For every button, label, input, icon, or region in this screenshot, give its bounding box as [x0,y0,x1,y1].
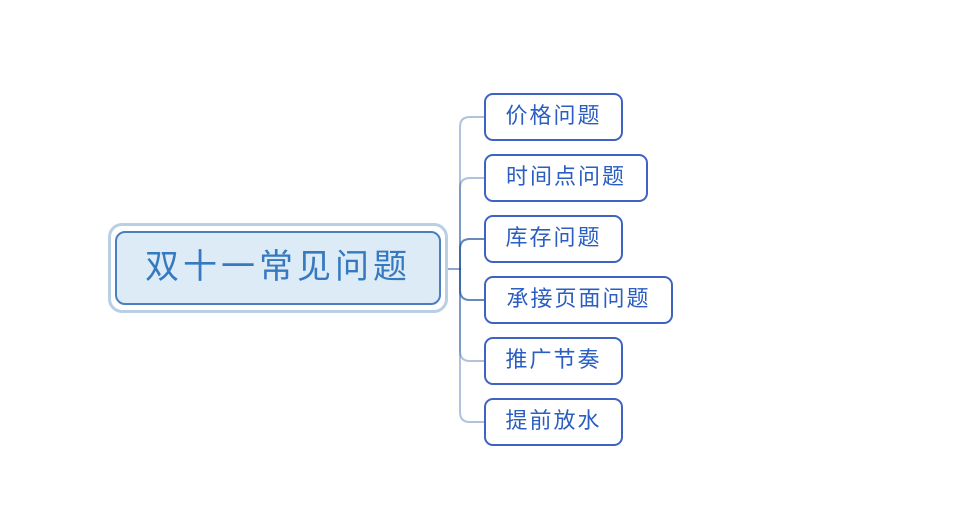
branch-line-5 [459,268,485,362]
branch-line-4 [459,268,485,301]
branch-line-3-overlay [459,238,485,270]
topic-node-promotion-rhythm[interactable]: 推广节奏 [484,337,623,385]
branch-line-3 [459,238,485,270]
branch-line-2 [459,177,485,270]
root-topic-node[interactable]: 双十一常见问题 [115,231,441,305]
topic-node-price[interactable]: 价格问题 [484,93,623,141]
branch-line-1 [459,116,485,270]
topic-node-early-release[interactable]: 提前放水 [484,398,623,446]
branch-line-6 [459,268,485,423]
topic-node-timing[interactable]: 时间点问题 [484,154,648,202]
root-selection-ring [108,223,448,313]
topic-node-landing-page[interactable]: 承接页面问题 [484,276,673,324]
topic-node-inventory[interactable]: 库存问题 [484,215,623,263]
branch-line-4-overlay [459,268,485,301]
